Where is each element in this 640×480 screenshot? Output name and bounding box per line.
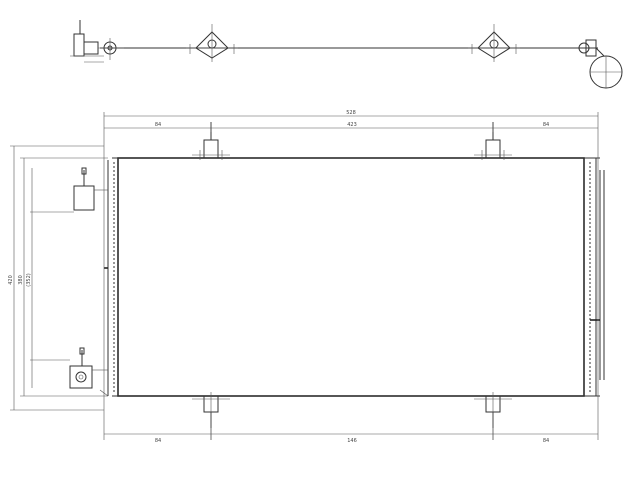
front-view	[30, 122, 605, 440]
dim-bottom-mid: 146	[347, 438, 357, 444]
dim-left-inner: (352)	[26, 273, 32, 286]
dimension-lines	[10, 112, 599, 440]
dim-left-outer: 420	[8, 275, 14, 285]
lower-pipe-fitting	[30, 347, 109, 397]
left-header-tank	[104, 158, 119, 396]
condenser-core	[117, 157, 585, 397]
fitting-bolt-icon	[75, 371, 87, 383]
dim-top-mid: 423	[347, 122, 357, 128]
front-top-bracket-left	[192, 122, 230, 160]
dim-top-left: 84	[155, 122, 161, 128]
front-bottom-bracket-right	[474, 392, 512, 440]
dim-left-mid: 380	[18, 275, 24, 285]
top-view-drier-tube	[578, 39, 623, 89]
dim-top-overall: 528	[346, 110, 356, 116]
top-view-bracket-right	[468, 24, 520, 62]
dim-bottom-left: 84	[155, 438, 161, 444]
top-view-bracket-left	[186, 24, 238, 62]
dim-bottom-right: 84	[543, 438, 549, 444]
top-view-left-fitting	[70, 20, 104, 63]
right-header-tank	[583, 158, 605, 396]
dim-top-right: 84	[543, 122, 549, 128]
upper-pipe-fitting	[30, 167, 108, 213]
top-view-left-bolt	[98, 38, 124, 60]
top-view	[70, 20, 623, 89]
